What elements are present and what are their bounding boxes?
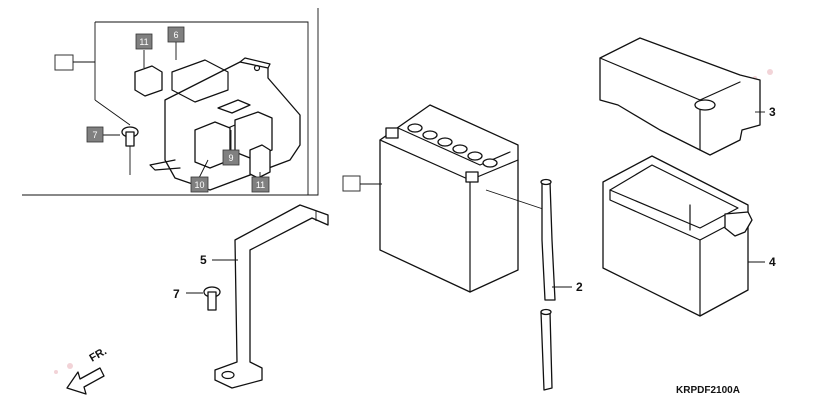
diagram-code: KRPDF2100A [676, 385, 740, 396]
callout-2: 2 [576, 280, 583, 294]
ref-box-11-bottom-label: 11 [256, 180, 265, 190]
ref-box-11-bottom: 11 [251, 176, 270, 193]
callout-4: 4 [769, 255, 776, 269]
ref-box-10-label: 10 [194, 180, 204, 190]
battery-stay [214, 204, 329, 389]
breather-tube [485, 178, 556, 391]
mounting-bolt [203, 286, 221, 311]
ref-box-11-top-label: 11 [139, 37, 148, 47]
battery-cover [599, 37, 761, 156]
ref-box-7-label: 7 [92, 130, 97, 140]
ref-box-9: 9 [222, 149, 240, 166]
callout-3: 3 [769, 105, 776, 119]
fuse-box-holder [149, 57, 301, 191]
unnumbered-ref-box [54, 54, 74, 71]
spare-fuse-top [134, 65, 163, 97]
inset-bolt [121, 126, 139, 147]
battery-ref-box [342, 175, 361, 192]
ref-box-6: 6 [167, 26, 185, 43]
ref-box-10: 10 [190, 176, 209, 193]
ref-box-6-label: 6 [173, 30, 178, 40]
front-label: FR. [88, 345, 109, 364]
front-direction-arrow: FR. [66, 345, 109, 395]
ref-box-7: 7 [86, 126, 104, 143]
callout-7: 7 [173, 287, 180, 301]
inset-frame [22, 8, 319, 196]
callout-5: 5 [200, 253, 207, 267]
ref-box-9-label: 9 [228, 153, 233, 163]
battery [379, 104, 519, 293]
battery-cells [407, 123, 498, 168]
ref-box-11-top: 11 [135, 33, 153, 50]
battery-case [602, 155, 753, 317]
fuse-blocks [194, 99, 273, 179]
